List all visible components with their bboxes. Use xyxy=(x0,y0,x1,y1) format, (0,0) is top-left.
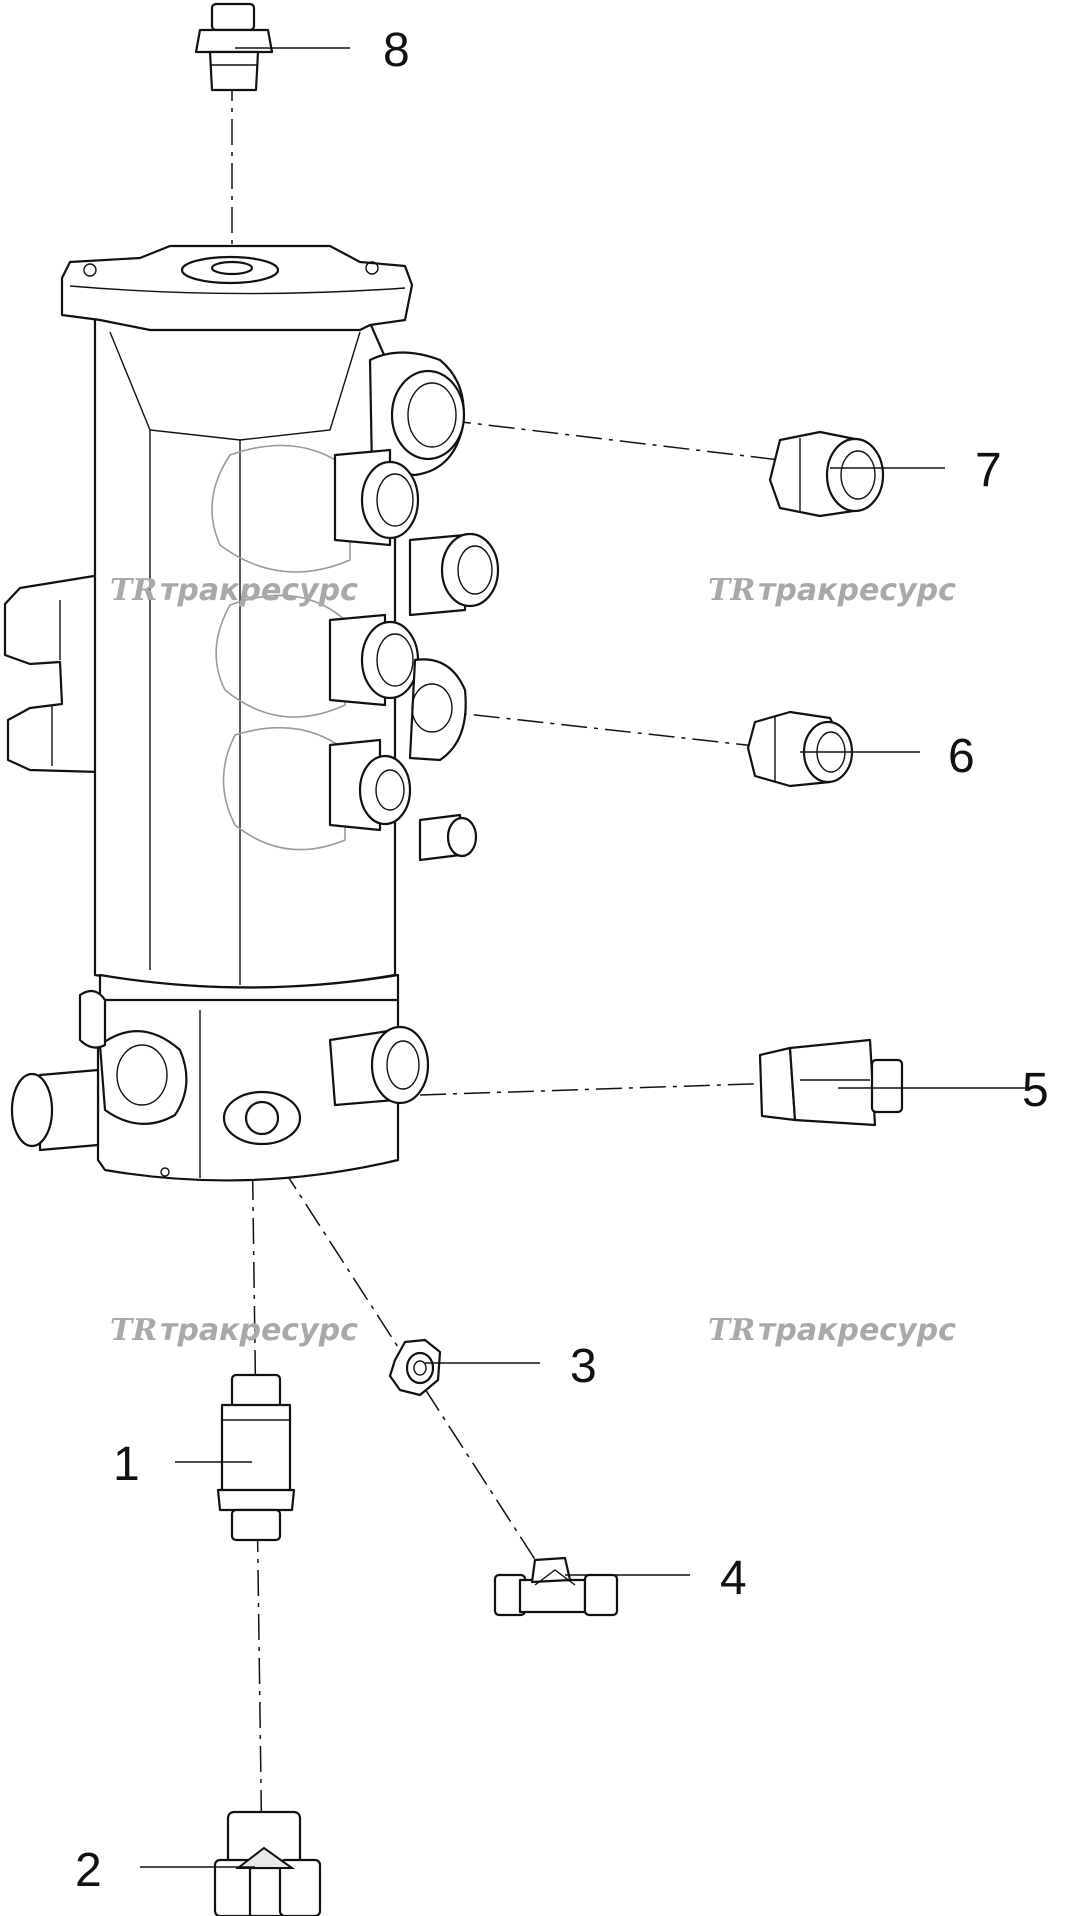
watermark-top-right: TR тракресурс xyxy=(708,573,956,608)
watermark-text: тракресурс xyxy=(758,1313,956,1348)
callout-5: 5 xyxy=(1022,1064,1049,1117)
watermark-logo: TR xyxy=(708,1313,755,1348)
fitting-part-6 xyxy=(746,710,854,788)
sleeve-part-1 xyxy=(216,1373,296,1542)
fitting-part-8 xyxy=(194,2,274,92)
watermark-text: тракресурс xyxy=(758,573,956,608)
tee-part-4 xyxy=(493,1556,619,1617)
callout-1: 1 xyxy=(113,1438,140,1491)
watermark-logo: TR xyxy=(708,573,755,608)
watermark-bottom-right: TR тракресурс xyxy=(708,1313,956,1348)
watermark-top-left: TR тракресурс xyxy=(110,573,358,608)
callout-2: 2 xyxy=(75,1844,102,1897)
callout-6: 6 xyxy=(948,730,975,783)
valve-body xyxy=(3,244,500,1182)
nut-part-3 xyxy=(388,1338,442,1397)
leader-lines xyxy=(140,47,1025,1868)
callout-7: 7 xyxy=(975,444,1002,497)
watermark-logo: TR xyxy=(110,573,157,608)
callout-3: 3 xyxy=(570,1340,597,1393)
watermark-logo: TR xyxy=(110,1313,157,1348)
callout-labels: 8 7 6 5 3 1 4 2 xyxy=(75,24,1049,1897)
watermark-bottom-left: TR тракресурс xyxy=(110,1313,358,1348)
watermark-text: тракресурс xyxy=(160,1313,358,1348)
watermark-text: тракресурс xyxy=(160,573,358,608)
fitting-part-7 xyxy=(768,430,885,518)
connector-part-5 xyxy=(758,1038,904,1127)
callout-8: 8 xyxy=(383,24,410,77)
tee-part-2 xyxy=(213,1810,322,1916)
callout-4: 4 xyxy=(720,1552,747,1605)
